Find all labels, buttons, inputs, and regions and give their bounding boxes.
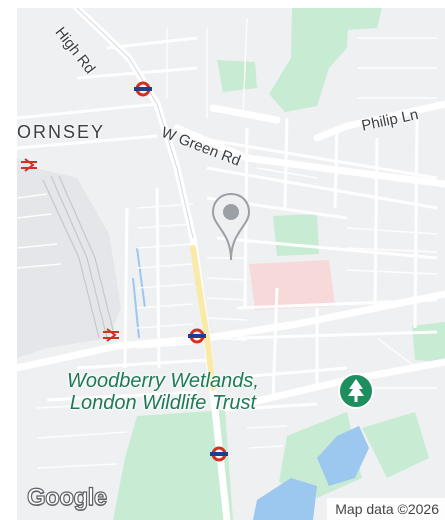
park-area-east (412, 322, 445, 362)
underground-station-icon[interactable] (133, 81, 153, 97)
map-pin-icon[interactable] (211, 192, 251, 262)
park-woodberry-east (362, 412, 429, 478)
map-base-layer (17, 8, 445, 520)
hospital-area (249, 260, 335, 310)
reservoir-west (253, 478, 317, 520)
underground-station-icon[interactable] (187, 328, 207, 344)
map-attribution[interactable]: Map data ©2026 (327, 498, 445, 520)
area-label-hornsey: ORNSEY (17, 122, 106, 142)
park-clissold (113, 410, 233, 520)
google-logo: Google (26, 483, 107, 511)
national-rail-icon[interactable] (19, 158, 39, 172)
poi-label-woodberry-wetlands[interactable]: Woodberry Wetlands, London Wildlife Trus… (67, 370, 259, 414)
underground-station-icon[interactable] (209, 446, 229, 462)
national-rail-icon[interactable] (101, 328, 121, 342)
map-canvas[interactable]: High Rd ORNSEY W Green Rd Philip Ln Wood… (17, 8, 445, 520)
tree-poi-icon[interactable] (337, 372, 375, 410)
park-area-mid (273, 214, 319, 256)
reservoir-east (317, 426, 369, 486)
park-area-small (217, 60, 257, 92)
park-area-corner (342, 8, 382, 30)
park-area-north (269, 8, 349, 112)
